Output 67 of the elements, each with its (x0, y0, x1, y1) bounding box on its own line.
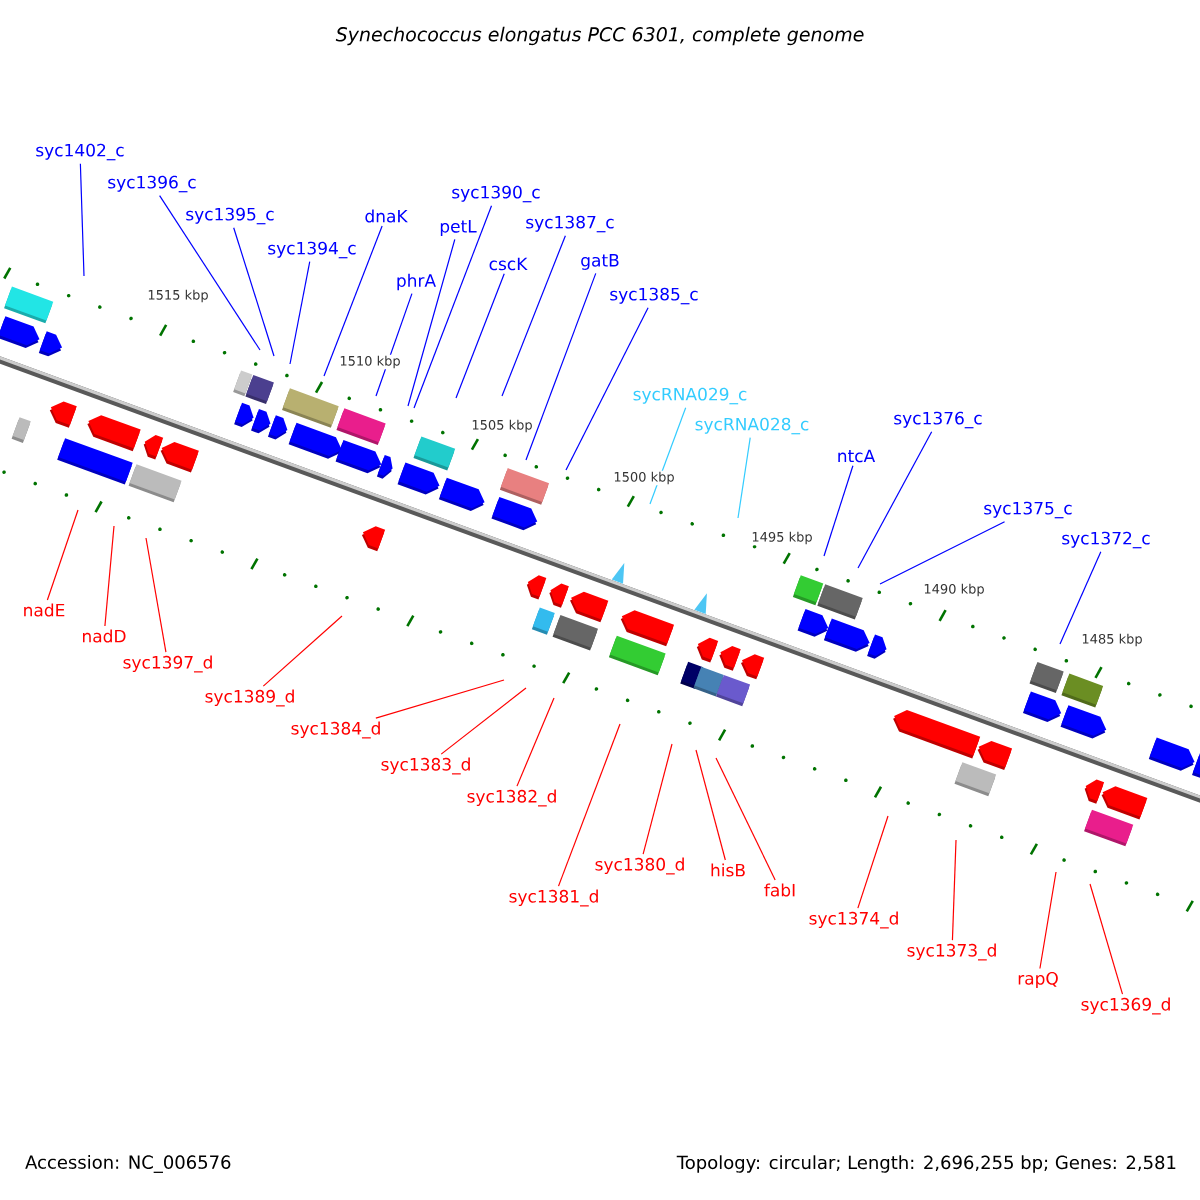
leader-line (525, 272, 597, 461)
gene-label: syc1375_c (984, 501, 1072, 519)
gene-label: rapQ (1018, 971, 1058, 989)
leader-line (823, 465, 854, 557)
gene-label: syc1381_d (509, 889, 598, 907)
gene-label: hisB (711, 863, 745, 877)
gene-label: phrA (397, 273, 436, 291)
gene-label: syc1396_c (108, 175, 196, 193)
leader-line (857, 815, 889, 909)
leader-line (695, 749, 726, 861)
leader-line (440, 687, 527, 755)
gene-label: syc1385_c (610, 287, 698, 305)
leader-line (323, 225, 383, 377)
gene-label: syc1390_c (452, 185, 540, 203)
gene-label: syc1394_c (268, 241, 356, 259)
gene-label: fabI (764, 883, 795, 897)
gene-label: syc1372_c (1062, 531, 1150, 549)
gene-label: gatB (581, 254, 619, 270)
leader-line (455, 273, 505, 399)
leader-line (642, 743, 673, 855)
leader-line (557, 723, 621, 887)
leader-line (233, 227, 275, 357)
gene-label: syc1369_d (1081, 997, 1170, 1015)
leader-line (289, 261, 311, 365)
gene-label: syc1374_d (809, 911, 898, 929)
gene-label: cscK (489, 257, 528, 271)
leader-line (565, 307, 649, 471)
leader-line (1089, 883, 1124, 995)
leader-line (879, 521, 1006, 585)
leader-line (951, 839, 957, 941)
genome-info-text: Topology: circular; Length: 2,696,255 bp; Genes: 2,581 (676, 1155, 1176, 1173)
gene-label: syc1376_c (894, 411, 982, 429)
gene-label: syc1395_c (186, 207, 274, 225)
leader-line (79, 163, 85, 277)
leader-line (145, 537, 167, 653)
gene-label: syc1382_d (467, 789, 556, 807)
leader-line (413, 205, 493, 409)
gene-label: dnaK (365, 209, 408, 223)
gene-label: sycRNA028_c (695, 417, 809, 435)
leader-line (159, 195, 261, 351)
gene-label: nadD (83, 629, 126, 643)
leader-line (262, 615, 343, 687)
gene-label: ntcA (838, 449, 876, 463)
gene-label: petL (440, 220, 477, 236)
gene-label: syc1384_d (291, 721, 380, 739)
leader-line (501, 235, 566, 397)
gene-label: nadE (24, 603, 65, 617)
leader-line (1059, 551, 1102, 645)
leader-line (375, 679, 505, 719)
leader-line (737, 437, 751, 519)
gene-label: syc1389_d (205, 689, 294, 707)
leader-line (715, 757, 776, 881)
gene-label: syc1397_d (123, 655, 212, 673)
gene-label: syc1387_c (526, 215, 614, 233)
leader-line (516, 697, 555, 787)
leader-line (46, 509, 79, 601)
accession-text: Accession: NC_006576 (25, 1155, 231, 1173)
title: Synechococcus elongatus PCC 6301, complete genome (335, 26, 864, 46)
gene-label: syc1373_d (907, 943, 996, 961)
gene-label: syc1383_d (381, 757, 470, 775)
gene-label: syc1380_d (595, 857, 684, 875)
leader-line (407, 238, 456, 407)
gene-label: syc1402_c (36, 143, 124, 161)
leader-line (857, 431, 933, 569)
gene-label: sycRNA029_c (633, 387, 747, 405)
leader-line (1039, 871, 1057, 970)
leader-line (104, 525, 115, 627)
